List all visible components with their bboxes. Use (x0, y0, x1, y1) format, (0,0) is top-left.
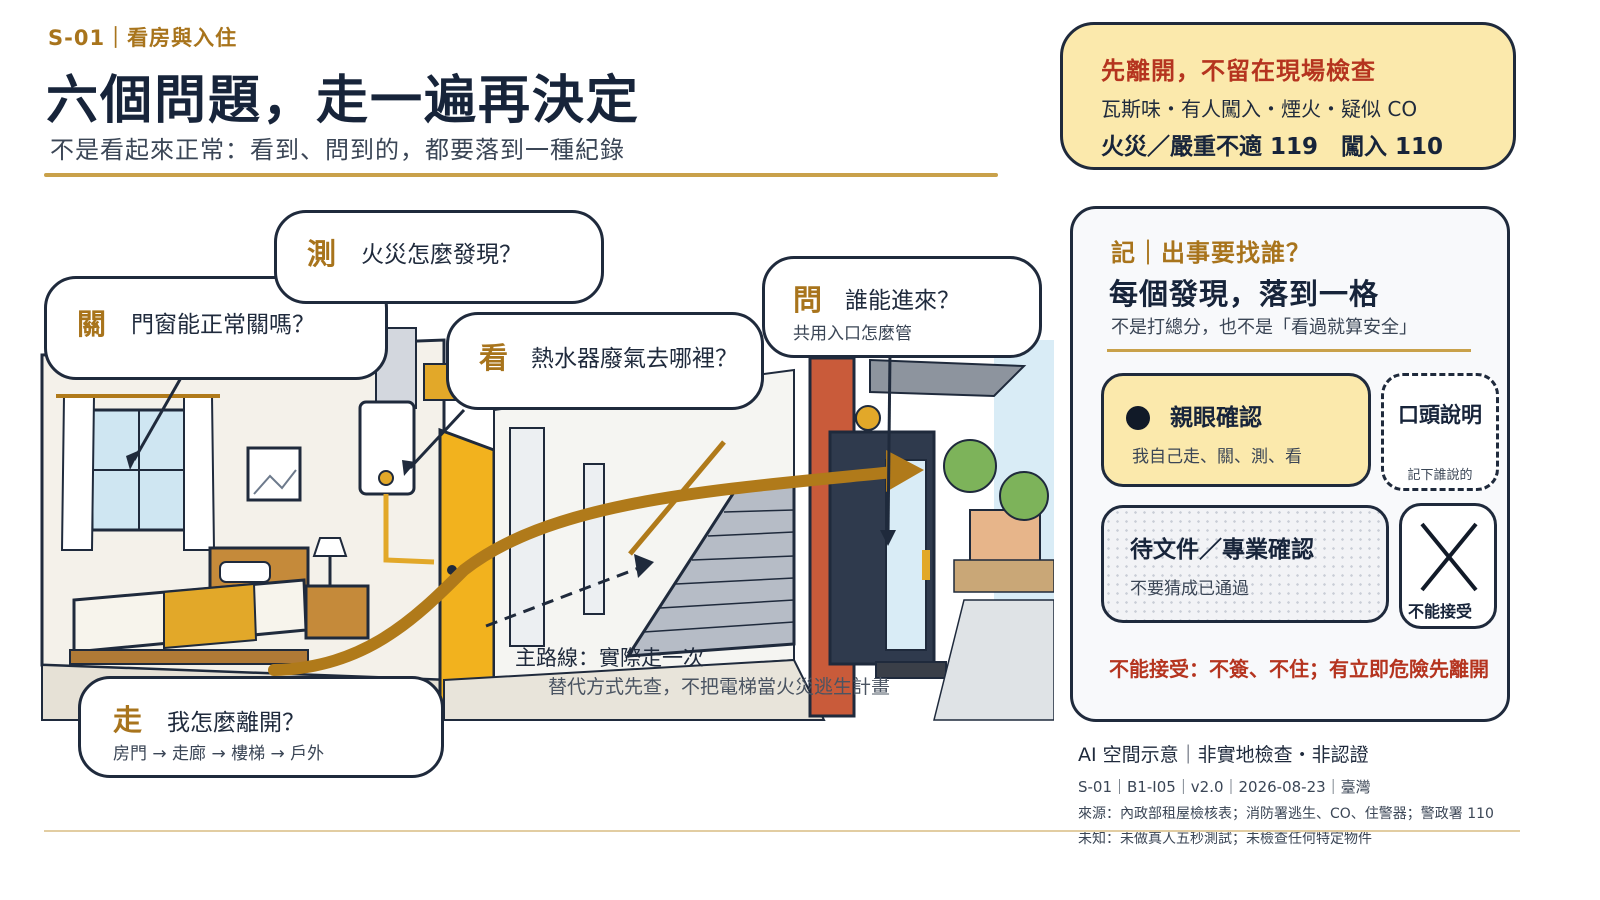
corridor-floor (443, 658, 826, 721)
record-kicker: 記｜出事要找誰？ (1111, 239, 1311, 267)
bubble-walk-char: 走 (113, 703, 143, 737)
bubble-walk-detail: 房門 → 走廊 → 樓梯 → 戶外 (113, 744, 325, 764)
bubble-look-char: 看 (479, 341, 509, 375)
title-rule (44, 173, 998, 177)
page-subtitle: 不是看起來正常：看到、問到的，都要落到一種紀錄 (50, 136, 625, 164)
bubble-ask-char: 問 (793, 283, 823, 317)
route-arrow-icon (268, 466, 900, 676)
pillow (219, 561, 271, 583)
lamp-shade (312, 537, 348, 557)
cell-pending-desc: 不要猜成已通過 (1130, 579, 1249, 599)
reject-x-icon (1420, 522, 1478, 592)
bubble-look-question: 熱水器廢氣去哪裡？ (531, 346, 738, 372)
tree-2 (999, 471, 1049, 521)
cell-confirmed-title: 親眼確認 (1170, 405, 1262, 431)
cell-verbal-title: 口頭說明 (1398, 403, 1482, 427)
curtain-left (60, 395, 96, 551)
house-illustration (40, 306, 1054, 721)
flue-duct (375, 327, 417, 409)
alert-numbers: 火災／嚴重不適 119 闖入 110 (1101, 134, 1444, 160)
alternate-route-label: 替代方式先查，不把電梯當火災逃生計畫 (548, 676, 891, 698)
alert-heading: 先離開，不留在現場檢查 (1101, 57, 1376, 85)
alert-triggers: 瓦斯味・有人闖入・煙火・疑似 CO (1101, 97, 1418, 121)
record-dot-icon (1126, 406, 1150, 430)
bubble-look: 看 熱水器廢氣去哪裡？ (446, 312, 764, 410)
bed-blanket (163, 582, 258, 650)
gas-pipe (383, 494, 435, 565)
bubble-walk-question: 我怎麼離開？ (167, 710, 305, 736)
footer-meta: S-01｜B1-I05｜v2.0｜2026-08-23｜臺灣 (1078, 778, 1371, 796)
emergency-alert: 先離開，不留在現場檢查 瓦斯味・有人闖入・煙火・疑似 CO 火災／嚴重不適 11… (1060, 22, 1516, 170)
outdoor-path (933, 599, 1054, 721)
bubble-close-question: 門窗能正常關嗎？ (131, 312, 315, 338)
exit-door-glass (885, 459, 927, 651)
route-arrowhead (886, 450, 924, 492)
picture-mountain (253, 469, 297, 495)
wall-lamp (855, 405, 881, 431)
record-rule (1107, 349, 1471, 352)
footer-disclaimer: AI 空間示意｜非實地檢查・非認證 (1078, 744, 1369, 766)
entrance-canopy (869, 358, 1027, 398)
cell-pending: 待文件／專業確認 不要猜成已通過 (1101, 505, 1389, 623)
cell-confirmed: 親眼確認 我自己走、關、測、看 (1101, 373, 1371, 487)
bubble-walk: 走 我怎麼離開？ 房門 → 走廊 → 樓梯 → 戶外 (78, 676, 444, 778)
bubble-ask-detail: 共用入口怎麼管 (793, 324, 912, 344)
door-handle (922, 550, 930, 580)
footer-rule (44, 830, 1520, 832)
cell-confirmed-desc: 我自己走、關、測、看 (1132, 447, 1302, 467)
main-route-label: 主路線：實際走一次 (515, 646, 704, 670)
cell-verbal: 口頭說明 記下誰說的 (1381, 373, 1499, 491)
bed-frame (69, 649, 309, 665)
stair-steps (643, 509, 795, 633)
cell-pending-title: 待文件／專業確認 (1130, 537, 1314, 563)
bubble-ask: 問 誰能進來？ 共用入口怎麼管 (762, 256, 1042, 358)
tree-1 (943, 439, 997, 493)
record-panel: 記｜出事要找誰？ 每個發現，落到一格 不是打總分，也不是「看過就算安全」 親眼確… (1070, 206, 1510, 722)
cell-verbal-desc: 記下誰說的 (1407, 468, 1473, 483)
bubble-ask-question: 誰能進來？ (845, 288, 960, 314)
record-subtitle: 不是打總分，也不是「看過就算安全」 (1111, 317, 1417, 338)
cell-reject: 不能接受 (1399, 503, 1497, 629)
record-title: 每個發現，落到一格 (1109, 277, 1380, 311)
alternate-route-arrow-icon (485, 564, 645, 628)
curtain-right (183, 395, 216, 551)
bubble-test-question: 火災怎麼發現？ (361, 242, 522, 268)
bubble-test: 測 火災怎麼發現？ (274, 210, 604, 304)
footer-sources: 來源：內政部租屋檢核表；消防署逃生、CO、住警器；警政署 110 (1078, 806, 1494, 822)
reject-verdict: 不能接受：不簽、不住；有立即危險先離開 (1109, 657, 1489, 681)
corridor-door-2 (583, 463, 605, 615)
bubble-close-char: 關 (77, 307, 107, 341)
page-title: 六個問題，走一遍再決定 (46, 71, 641, 131)
fence (953, 559, 1054, 593)
bubble-test-char: 測 (307, 237, 337, 271)
heater-dial (378, 470, 394, 486)
nightstand (304, 584, 370, 640)
alternate-route-arrowhead (634, 554, 654, 578)
kicker: S-01｜看房與入住 (48, 26, 238, 50)
footer-unknown: 未知：未做真人五秒測試；未檢查任何特定物件 (1078, 831, 1372, 847)
cell-reject-title: 不能接受 (1408, 602, 1473, 621)
